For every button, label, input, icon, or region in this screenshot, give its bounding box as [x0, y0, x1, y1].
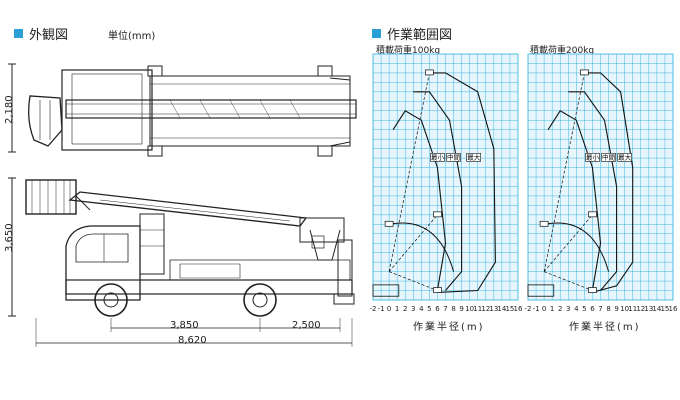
- envelope-tag-box: [466, 153, 481, 162]
- bucket-marker-icon: [588, 287, 597, 293]
- x-tick-label: 4: [419, 305, 424, 313]
- work-envelope-curve: [584, 72, 634, 293]
- bucket-marker-icon: [580, 69, 589, 76]
- envelope-tag-box: [585, 153, 600, 162]
- x-tick-label: 9: [459, 305, 463, 313]
- x-tick-label: 16: [669, 305, 678, 313]
- boom-dash-line: [388, 72, 438, 291]
- x-tick-label: 6: [435, 305, 440, 313]
- envelope-tag-label: 中間: [602, 153, 615, 162]
- x-tick-label: 0: [542, 305, 546, 313]
- envelope-tag-label: 中間: [447, 153, 460, 162]
- envelope-tag-box: [430, 153, 445, 162]
- bucket-marker-icon: [433, 287, 442, 293]
- x-tick-label: 15: [660, 305, 669, 313]
- x-tick-label: 13: [489, 305, 498, 313]
- x-tick-label: 12: [636, 305, 645, 313]
- x-tick-label: 5: [427, 305, 431, 313]
- x-tick-label: 3: [566, 305, 570, 313]
- bullet-square-icon: [14, 29, 23, 38]
- x-axis-label-100: 作業半径(m): [413, 322, 485, 333]
- x-tick-label: 9: [614, 305, 618, 313]
- x-tick-label: 11: [473, 305, 482, 313]
- work-envelope-curve: [547, 110, 602, 291]
- truck-side-view: [8, 177, 355, 347]
- x-tick-label: 15: [505, 305, 514, 313]
- x-tick-label: 7: [443, 305, 447, 313]
- x-tick-label: 5: [582, 305, 586, 313]
- x-tick-label: -1: [533, 305, 540, 313]
- bucket-marker-icon: [433, 211, 442, 218]
- range-header: 作業範囲図: [372, 24, 452, 43]
- inner-arc: [389, 222, 455, 272]
- x-tick-label: 8: [451, 305, 455, 313]
- envelope-tag-label: 最小: [586, 153, 600, 162]
- envelope-tag-label: 最大: [618, 153, 632, 162]
- boom-dash-line: [543, 72, 593, 291]
- x-tick-label: 12: [481, 305, 490, 313]
- x-tick-label: 2: [403, 305, 407, 313]
- bucket-marker-icon: [425, 69, 434, 76]
- wheelbase-rear-dimension: 2,500: [292, 320, 321, 331]
- envelope-tag-label: 最小: [431, 153, 445, 162]
- x-tick-label: 14: [497, 305, 506, 313]
- x-tick-label: -1: [378, 305, 385, 313]
- x-tick-label: 8: [606, 305, 610, 313]
- envelope-tag-box: [617, 153, 632, 162]
- envelope-tag-box: [446, 153, 461, 162]
- exterior-title: 外観図: [29, 28, 69, 43]
- range-title: 作業範囲図: [387, 28, 453, 43]
- bucket-marker-icon: [588, 211, 597, 218]
- x-tick-label: -2: [370, 305, 377, 313]
- x-tick-label: -2: [525, 305, 532, 313]
- bucket-marker-icon: [539, 220, 549, 227]
- x-axis-label-200: 作業半径(m): [569, 322, 641, 333]
- x-tick-label: 14: [652, 305, 661, 313]
- x-tick-label: 13: [644, 305, 653, 313]
- x-tick-label: 10: [620, 305, 629, 313]
- x-tick-label: 1: [550, 305, 554, 313]
- x-tick-label: 6: [590, 305, 595, 313]
- envelope-tag-label: 最大: [467, 153, 481, 162]
- x-tick-label: 11: [628, 305, 637, 313]
- chart-caption-200: 積載荷重200kg: [530, 46, 595, 56]
- envelope-tag-box: [601, 153, 616, 162]
- bullet-square-icon: [372, 29, 381, 38]
- exterior-header: 外観図: [14, 24, 68, 43]
- x-tick-label: 2: [558, 305, 562, 313]
- x-tick-label: 0: [387, 305, 391, 313]
- work-envelope-curve: [429, 72, 496, 293]
- bucket-marker-icon: [384, 220, 394, 227]
- base-truck-icon: [372, 284, 400, 297]
- x-tick-label: 16: [514, 305, 523, 313]
- x-tick-label: 1: [395, 305, 399, 313]
- truck-top-view: [8, 63, 357, 157]
- x-tick-label: 7: [598, 305, 602, 313]
- base-truck-icon: [527, 284, 555, 297]
- x-tick-label: 3: [411, 305, 415, 313]
- x-tick-label: 4: [574, 305, 579, 313]
- x-tick-label: 10: [465, 305, 474, 313]
- chart-caption-100: 積載荷重100kg: [376, 46, 441, 56]
- inner-arc: [544, 222, 610, 272]
- work-envelope-curve: [392, 110, 447, 291]
- unit-label: 単位(mm): [108, 31, 156, 42]
- overall-length-dimension: 8,620: [178, 335, 207, 346]
- wheelbase-front-dimension: 3,850: [170, 320, 199, 331]
